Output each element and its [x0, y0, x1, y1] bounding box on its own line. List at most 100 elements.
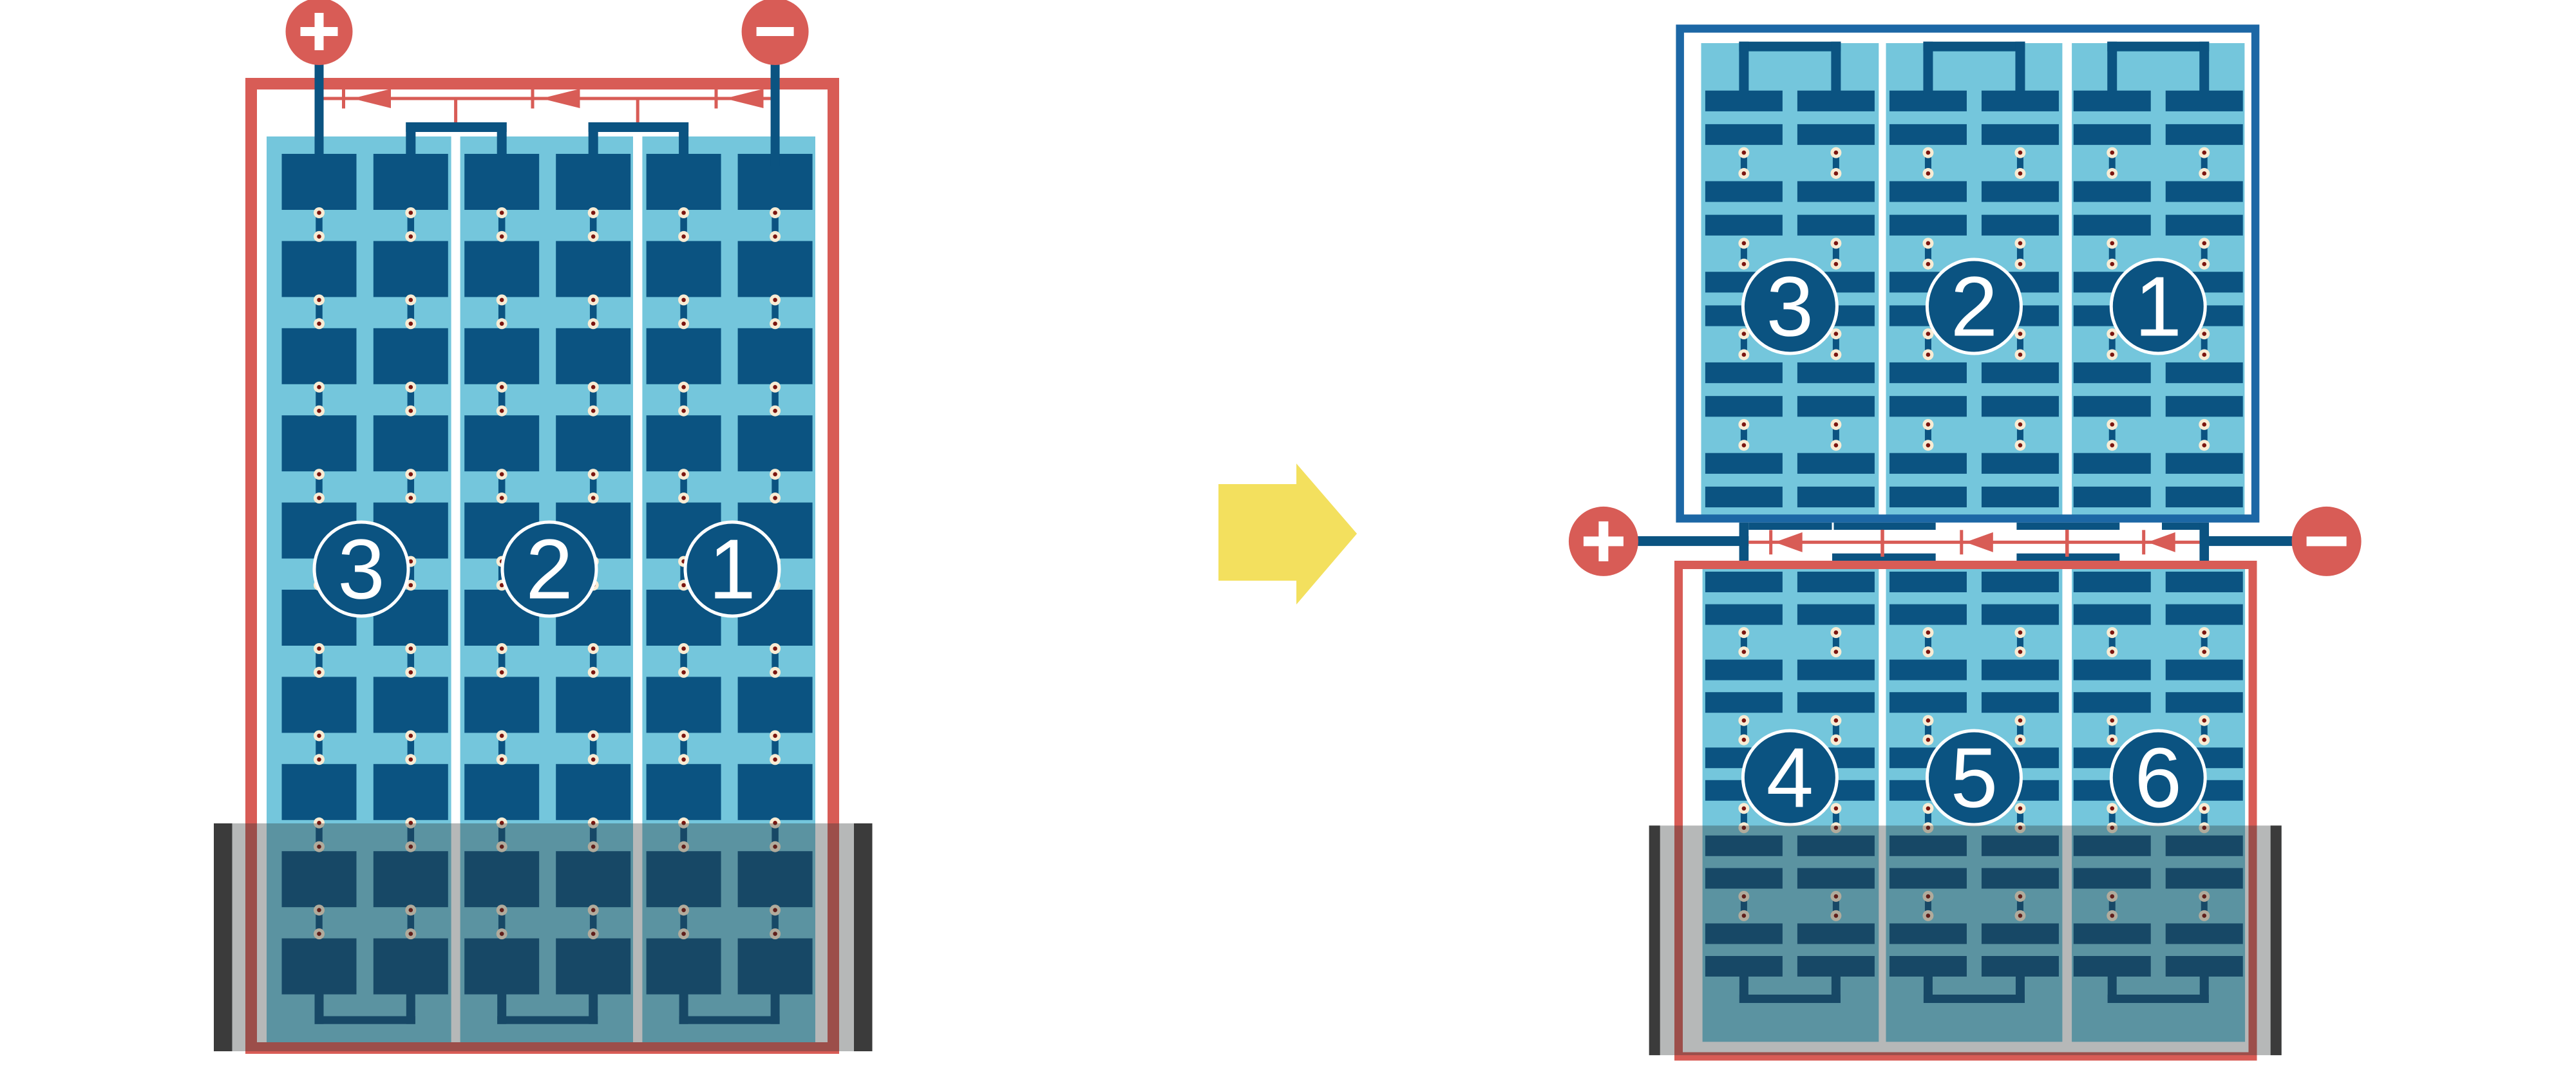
link-bar [314, 1016, 415, 1024]
dot-center [2018, 806, 2023, 811]
dot-center [1833, 718, 1839, 723]
dot-link [2016, 896, 2023, 916]
half-cell [2073, 396, 2151, 417]
dot-link [1832, 720, 1839, 740]
cell [737, 764, 813, 820]
cell [373, 677, 448, 733]
half-cell [2073, 572, 2151, 592]
dot-center [2018, 332, 2023, 336]
dot-center [2110, 171, 2115, 176]
shade-overlay [214, 823, 873, 1051]
dot-center [408, 733, 413, 738]
dot-center [2110, 352, 2115, 357]
dot-link [2016, 632, 2023, 652]
half-cell [2165, 181, 2243, 202]
dot-center [2202, 630, 2207, 635]
dot-link [772, 823, 779, 847]
badge-circle [2109, 729, 2207, 827]
dot-link [589, 387, 597, 411]
half-cell [1705, 956, 1783, 977]
cell [556, 328, 631, 384]
diode-cathode-bar [531, 88, 535, 109]
dot-center [499, 670, 504, 675]
diode-cathode-bar [1960, 530, 1964, 555]
dot-center [1741, 913, 1747, 918]
half-cell [1705, 604, 1783, 625]
dot-link [772, 387, 779, 411]
dot-link [680, 299, 687, 324]
dot-center [1926, 150, 1931, 155]
dot-center [591, 821, 596, 825]
dot-center [681, 321, 686, 326]
solder-dots [1738, 627, 2210, 921]
dot-center [2202, 718, 2207, 723]
dot-link [1924, 632, 1931, 652]
dot-center [1741, 150, 1747, 155]
dot-link [2201, 720, 2208, 740]
half-cell [2165, 453, 2243, 474]
shade-overlay [1649, 825, 2282, 1056]
cell [464, 241, 540, 297]
dot-center [591, 234, 596, 239]
link-bar [497, 1016, 598, 1024]
half-cell [2165, 362, 2243, 384]
dot-center [2110, 718, 2115, 723]
dot-link [1740, 333, 1747, 355]
dot-center [499, 472, 504, 476]
string-number-badge: 2 [1925, 258, 2023, 355]
half-cell [2165, 396, 2243, 417]
dot-link [772, 735, 779, 760]
half-cell [1981, 453, 2059, 474]
dot-center [408, 646, 413, 651]
dot-link [1740, 424, 1747, 445]
half-cell [1797, 362, 1875, 384]
dot-center [2110, 332, 2115, 336]
dot-link [772, 299, 779, 324]
negative-terminal [2291, 506, 2362, 576]
dot-link [1740, 808, 1747, 828]
dot-center [408, 821, 413, 825]
junction-top-tab [2016, 522, 2120, 530]
link-leg [497, 122, 507, 157]
string-number-badge: 4 [1741, 729, 1839, 827]
half-cell [1705, 659, 1783, 680]
link-bar [679, 1016, 780, 1024]
dot-link [2016, 153, 2023, 174]
half-cell [1889, 956, 1967, 977]
dot-center [2110, 806, 2115, 811]
rail-tap [454, 98, 458, 124]
terminal-glyph-bar [314, 13, 324, 50]
link-leg [314, 991, 324, 1024]
dot-center [317, 908, 321, 912]
half-cell [1889, 453, 1967, 474]
link-leg [2199, 41, 2210, 94]
dot-link [2108, 153, 2116, 174]
cell [373, 764, 448, 820]
half-cell [2073, 90, 2151, 111]
string-number: 5 [1951, 731, 1998, 825]
dot-center [681, 496, 686, 500]
dot-center [408, 472, 413, 476]
dot-center [1741, 443, 1747, 447]
dot-center [773, 646, 777, 651]
string-top-link [1923, 41, 2025, 94]
diode-arrow [352, 89, 391, 108]
dot-link [2108, 896, 2116, 916]
cell [281, 677, 357, 733]
half-cell [2073, 362, 2151, 384]
dot-link [1832, 424, 1839, 445]
dot-center [591, 908, 596, 912]
diode-cathode-bar [2142, 530, 2146, 555]
half-cell [2165, 90, 2243, 111]
dot-link [498, 910, 506, 934]
dot-link [1924, 333, 1931, 355]
half-cell [2073, 923, 2151, 944]
half-cell [2073, 868, 2151, 889]
cell [646, 241, 721, 297]
cell [556, 154, 631, 210]
dot-center [2018, 241, 2023, 246]
dot-link [498, 212, 506, 237]
cells [1705, 90, 2243, 508]
half-cell [2073, 124, 2151, 145]
